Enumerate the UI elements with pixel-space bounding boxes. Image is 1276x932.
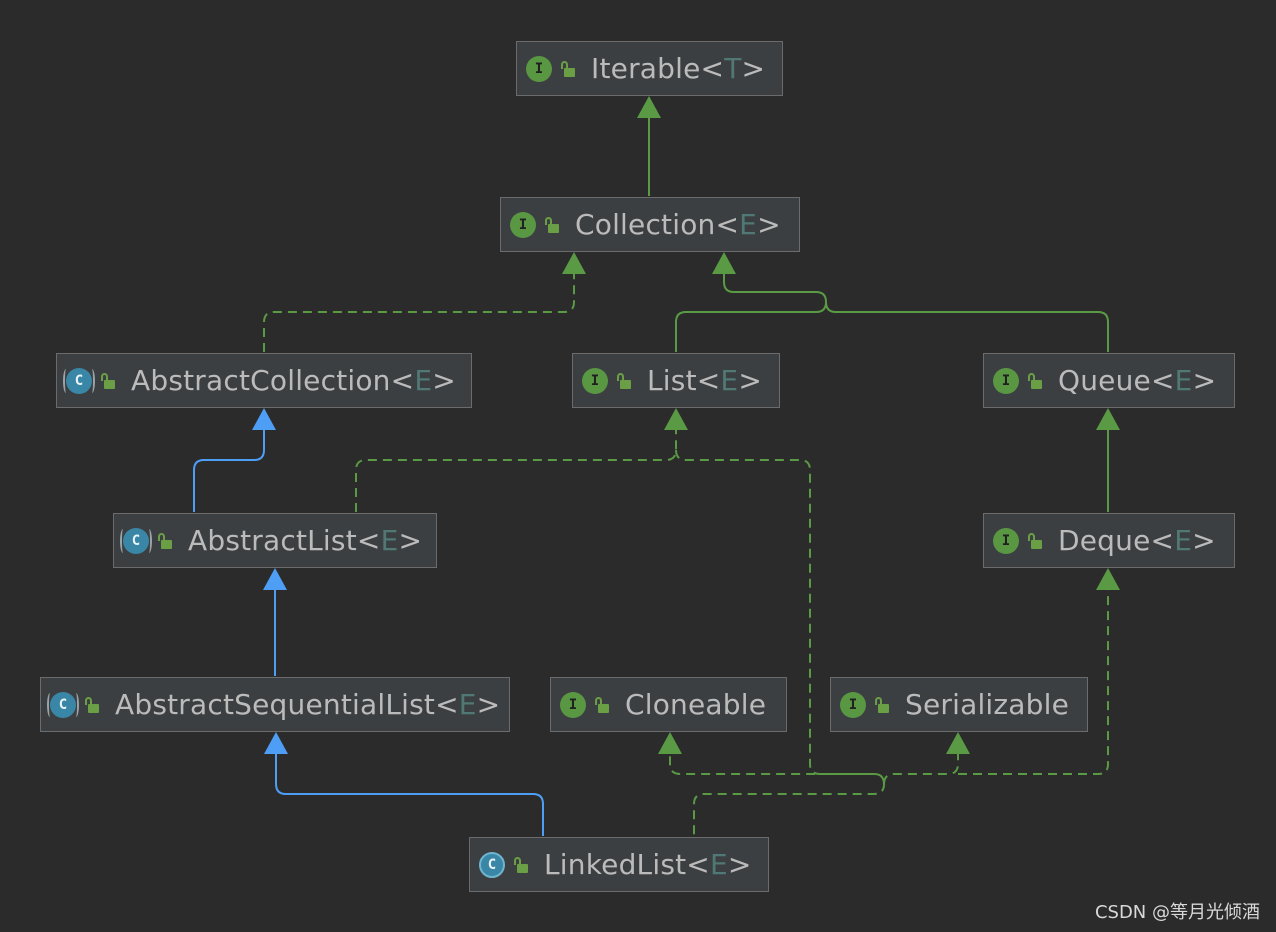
node-iterable[interactable]: I Iterable<T> bbox=[516, 41, 783, 96]
node-collection[interactable]: I Collection<E> bbox=[500, 197, 800, 252]
node-abstract-collection[interactable]: C AbstractCollection<E> bbox=[56, 353, 472, 408]
unlock-icon bbox=[1027, 532, 1042, 549]
interface-icon: I bbox=[510, 211, 536, 238]
edge-abstractlist-list bbox=[355, 430, 677, 512]
abstract-class-icon: C bbox=[120, 527, 152, 554]
unlock-icon bbox=[544, 216, 559, 233]
interface-icon: I bbox=[582, 367, 608, 394]
node-name: List bbox=[647, 364, 697, 397]
edge-linkedlist-serializable bbox=[883, 754, 959, 785]
type-param: E bbox=[1174, 364, 1193, 397]
edge-linkedlist-deque bbox=[958, 590, 1109, 775]
type-param: E bbox=[458, 688, 477, 721]
interface-icon: I bbox=[993, 367, 1019, 394]
node-name: AbstractCollection bbox=[131, 364, 391, 397]
edge-queue-collection bbox=[825, 301, 1109, 352]
node-name: Cloneable bbox=[625, 688, 767, 721]
abstract-class-icon: C bbox=[63, 367, 95, 394]
node-serializable[interactable]: I Serializable bbox=[830, 677, 1088, 732]
edge-abstractlist-abstractcollection bbox=[193, 430, 265, 512]
node-name: Deque bbox=[1058, 524, 1151, 557]
node-name: Serializable bbox=[905, 688, 1070, 721]
node-cloneable[interactable]: I Cloneable bbox=[550, 677, 787, 732]
unlock-icon bbox=[874, 696, 889, 713]
unlock-icon bbox=[100, 372, 115, 389]
watermark: CSDN @等月光倾酒 bbox=[1094, 902, 1260, 923]
node-linked-list[interactable]: C LinkedList<E> bbox=[469, 837, 769, 892]
edge-linkedlist-list bbox=[675, 449, 886, 836]
interface-icon: I bbox=[560, 691, 586, 718]
node-abstract-list[interactable]: C AbstractList<E> bbox=[113, 513, 437, 568]
node-name: Queue bbox=[1058, 364, 1151, 397]
edge-linkedlist-abstractsequentiallist bbox=[275, 754, 544, 836]
type-param: E bbox=[414, 364, 433, 397]
class-icon: C bbox=[479, 851, 505, 878]
abstract-class-icon: C bbox=[47, 691, 79, 718]
unlock-icon bbox=[157, 532, 172, 549]
node-list[interactable]: I List<E> bbox=[572, 353, 780, 408]
unlock-icon bbox=[84, 696, 99, 713]
interface-icon: I bbox=[526, 55, 552, 82]
node-deque[interactable]: I Deque<E> bbox=[983, 513, 1235, 568]
node-name: Collection bbox=[575, 208, 716, 241]
type-param: E bbox=[709, 848, 728, 881]
node-name: Iterable bbox=[591, 52, 701, 85]
unlock-icon bbox=[560, 60, 575, 77]
unlock-icon bbox=[1027, 372, 1042, 389]
type-param: E bbox=[1174, 524, 1193, 557]
node-name: LinkedList bbox=[544, 848, 687, 881]
type-param: E bbox=[380, 524, 399, 557]
unlock-icon bbox=[594, 696, 609, 713]
unlock-icon bbox=[616, 372, 631, 389]
interface-icon: I bbox=[840, 691, 866, 718]
node-abstract-sequential-list[interactable]: C AbstractSequentialList<E> bbox=[40, 677, 510, 732]
edge-linkedlist-cloneable bbox=[669, 754, 885, 785]
interface-icon: I bbox=[993, 527, 1019, 554]
edge-list-collection bbox=[675, 274, 828, 352]
type-param: T bbox=[724, 52, 742, 85]
type-param: E bbox=[720, 364, 739, 397]
node-queue[interactable]: I Queue<E> bbox=[983, 353, 1235, 408]
unlock-icon bbox=[513, 856, 528, 873]
node-name: AbstractList bbox=[188, 524, 357, 557]
type-param: E bbox=[739, 208, 758, 241]
node-name: AbstractSequentialList bbox=[115, 688, 436, 721]
edge-abstractcollection-collection bbox=[263, 274, 575, 352]
